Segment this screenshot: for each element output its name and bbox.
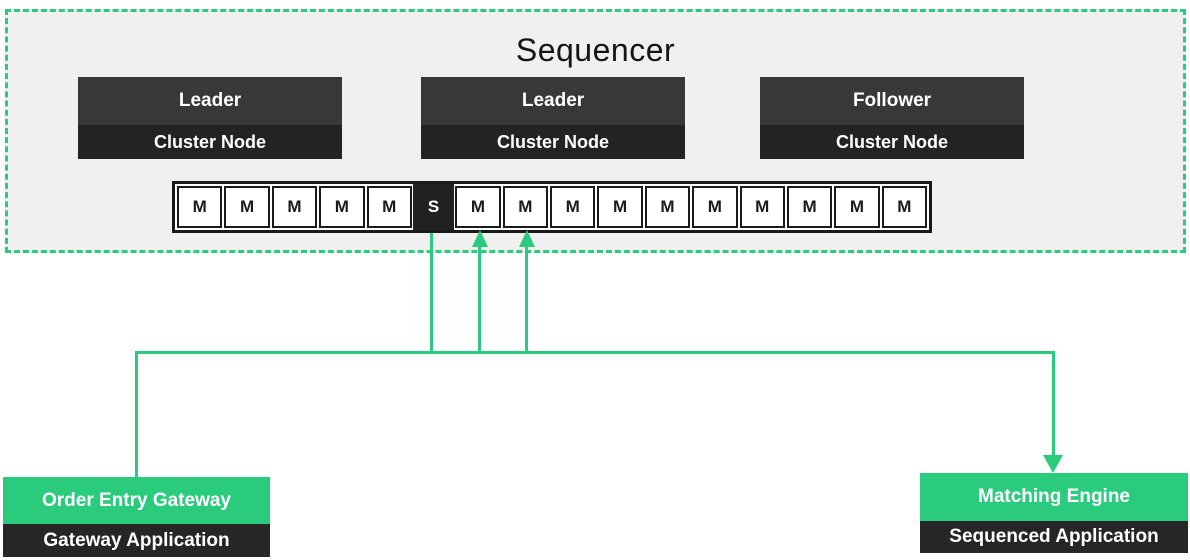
connector-matching-engine-drop [1052, 351, 1055, 456]
cluster-node-1: Leader Cluster Node [78, 77, 342, 159]
stream-slot: M [271, 186, 318, 228]
stream-slot: M [455, 186, 501, 228]
arrow-down-icon [1043, 455, 1063, 473]
matching-engine-title: Matching Engine [920, 473, 1188, 521]
cluster-node-3: Follower Cluster Node [760, 77, 1024, 159]
cluster-node-1-role: Leader [78, 77, 342, 125]
cluster-node-2-type: Cluster Node [421, 125, 685, 159]
stream-slot: M [319, 186, 365, 228]
order-entry-gateway-title: Order Entry Gateway [3, 477, 270, 524]
stream-slot: M [692, 186, 738, 228]
connector-bus-line [135, 351, 1055, 354]
stream-slot: M [644, 186, 691, 228]
arrow-up-icon [519, 230, 535, 247]
message-stream: M M M M M S M M M M M M M M M M [172, 181, 932, 233]
cluster-node-2-role: Leader [421, 77, 685, 125]
stream-slot: M [739, 186, 785, 228]
stream-slot-sequenced: S [412, 184, 455, 230]
stream-slot: M [597, 186, 643, 228]
sequencer-title: Sequencer [515, 32, 676, 68]
order-entry-gateway-box: Order Entry Gateway Gateway Application [3, 477, 270, 557]
matching-engine-subtitle: Sequenced Application [920, 521, 1188, 553]
stream-slot: M [834, 186, 880, 228]
order-entry-gateway-subtitle: Gateway Application [3, 524, 270, 557]
cluster-node-3-role: Follower [760, 77, 1024, 125]
stream-slot: M [550, 186, 596, 228]
connector-gateway-riser [135, 351, 138, 477]
stream-slot: M [366, 186, 412, 228]
arrow-up-icon [472, 230, 488, 247]
cluster-node-2: Leader Cluster Node [421, 77, 685, 159]
connector-up-arrow-1-line [478, 246, 481, 354]
connector-up-arrow-2-line [525, 246, 528, 354]
cluster-node-1-type: Cluster Node [78, 125, 342, 159]
stream-slot: M [502, 186, 548, 228]
stream-slot: M [177, 186, 223, 228]
connector-sequenced-slot-drop [430, 233, 433, 354]
cluster-node-3-type: Cluster Node [760, 125, 1024, 159]
matching-engine-box: Matching Engine Sequenced Application [920, 473, 1188, 553]
stream-slot: M [881, 186, 927, 228]
stream-slot: M [224, 186, 270, 228]
stream-slot: M [786, 186, 833, 228]
